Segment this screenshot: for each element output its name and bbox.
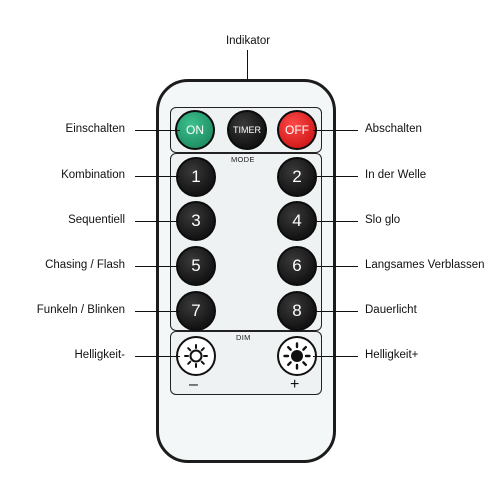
line-funkeln <box>135 311 180 312</box>
mode-label: MODE <box>231 155 255 164</box>
sun-dim-icon <box>184 344 208 368</box>
indicator-line <box>247 50 248 80</box>
mode-button-8[interactable]: 8 <box>277 291 317 331</box>
label-sequentiell: Sequentiell <box>68 214 125 226</box>
line-abschalten <box>313 130 358 131</box>
label-helligkeit-minus: Helligkeit- <box>74 349 126 361</box>
label-kombination: Kombination <box>61 169 125 181</box>
off-button[interactable]: OFF <box>277 110 317 150</box>
label-dauerlicht: Dauerlicht <box>365 304 417 316</box>
line-sequentiell <box>135 221 180 222</box>
label-funkeln: Funkeln / Blinken <box>36 304 125 316</box>
mode-button-3[interactable]: 3 <box>176 201 216 241</box>
line-chasing <box>135 266 180 267</box>
dim-label: DIM <box>236 333 251 342</box>
timer-button[interactable]: TIMER <box>227 110 267 150</box>
mode-button-1[interactable]: 1 <box>176 157 216 197</box>
mode-button-7[interactable]: 7 <box>176 291 216 331</box>
mode-button-5[interactable]: 5 <box>176 246 216 286</box>
plus-sign: + <box>290 376 300 393</box>
minus-sign: – <box>189 376 198 393</box>
line-einschalten <box>135 130 180 131</box>
label-welle: In der Welle <box>365 169 427 181</box>
on-button[interactable]: ON <box>175 110 215 150</box>
line-welle <box>313 176 358 177</box>
mode-button-6[interactable]: 6 <box>277 246 317 286</box>
line-dauerlicht <box>313 311 358 312</box>
line-kombination <box>135 176 180 177</box>
dim-up-button[interactable] <box>277 336 317 376</box>
line-helligkeit-plus <box>313 356 358 357</box>
sun-bright-icon <box>283 342 311 370</box>
mode-button-4[interactable]: 4 <box>277 201 317 241</box>
line-verblassen <box>313 266 358 267</box>
line-slo-glo <box>313 221 358 222</box>
indicator-label: Indikator <box>225 35 271 47</box>
label-abschalten: Abschalten <box>365 123 422 135</box>
mode-button-2[interactable]: 2 <box>277 157 317 197</box>
label-slo-glo: Slo glo <box>365 214 401 226</box>
label-chasing: Chasing / Flash <box>45 259 125 271</box>
label-helligkeit-plus: Helligkeit+ <box>365 349 419 361</box>
dim-down-button[interactable] <box>176 336 216 376</box>
label-verblassen: Langsames Verblassen <box>365 259 485 271</box>
label-einschalten: Einschalten <box>65 123 125 135</box>
line-helligkeit-minus <box>135 356 180 357</box>
